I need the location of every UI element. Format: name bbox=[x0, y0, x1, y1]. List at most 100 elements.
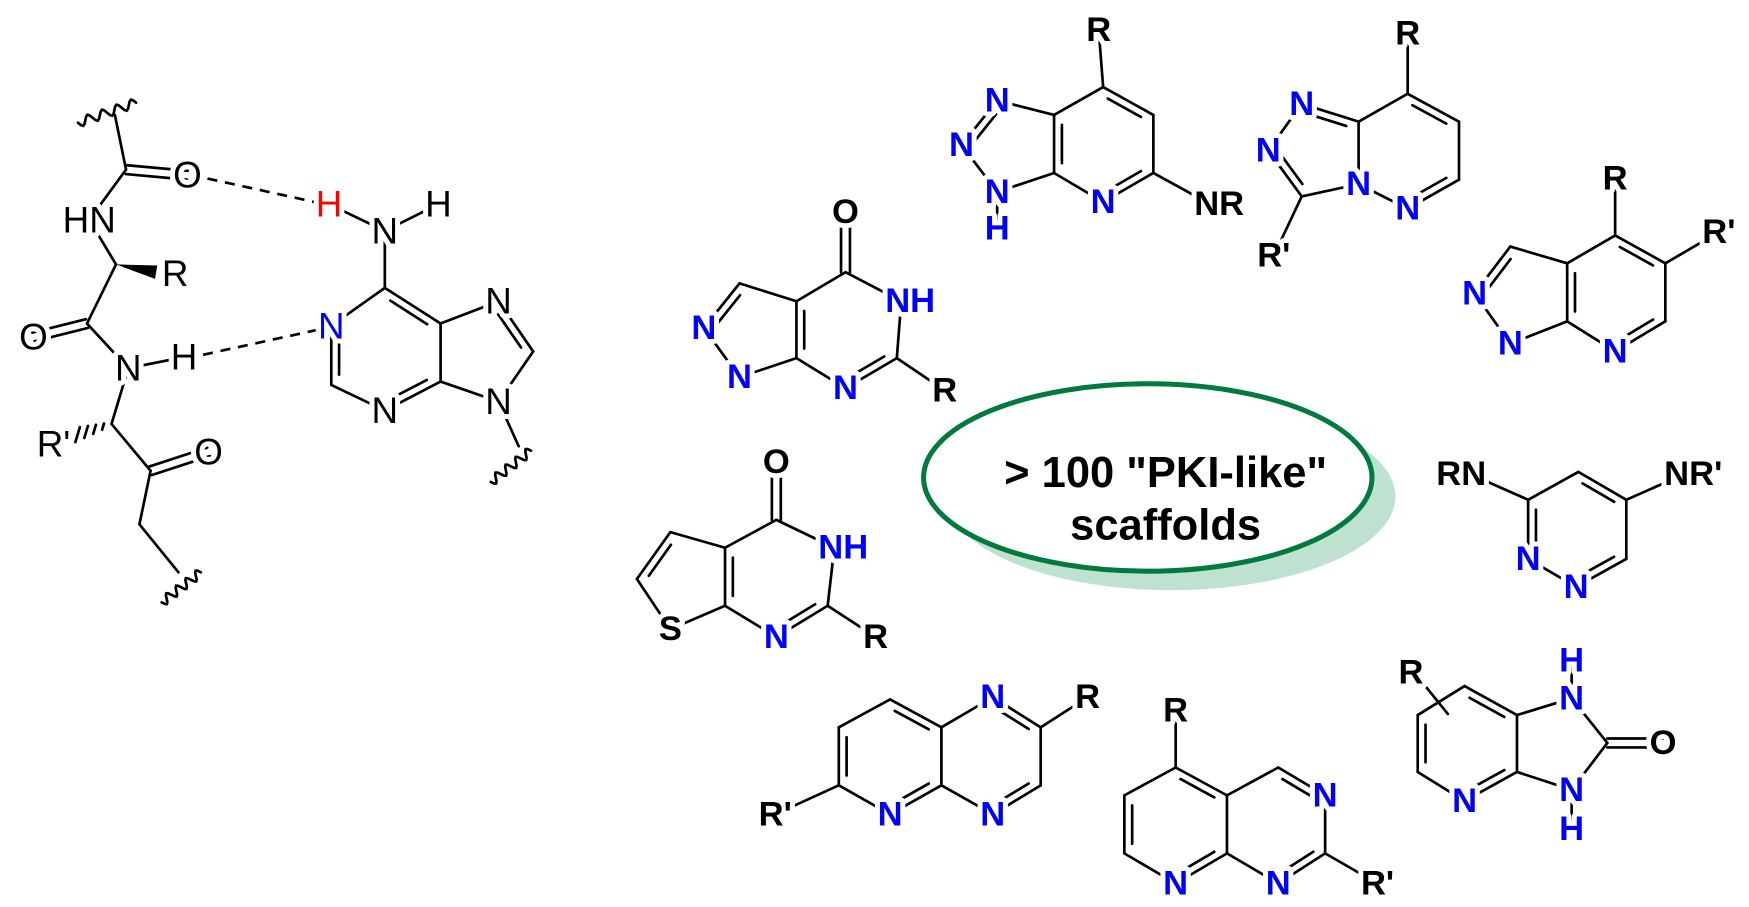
bond-line bbox=[1039, 695, 1089, 729]
atom-label: NH bbox=[818, 529, 868, 567]
bond-line bbox=[497, 350, 535, 403]
bond-line bbox=[110, 422, 152, 473]
bond-line bbox=[497, 400, 521, 448]
bond-line bbox=[138, 469, 152, 526]
atom-label: N bbox=[980, 678, 1005, 716]
bond-line bbox=[1052, 85, 1105, 117]
bond-line bbox=[1624, 472, 1686, 502]
bond-line bbox=[775, 518, 836, 550]
atom-label: NR bbox=[1194, 185, 1244, 223]
bond-line bbox=[1174, 766, 1229, 797]
atom-label: N bbox=[1091, 183, 1116, 221]
atom-label: N bbox=[485, 281, 512, 322]
bond-line bbox=[1515, 770, 1573, 792]
double-bond-inner-line bbox=[893, 782, 931, 805]
bond-line bbox=[1406, 92, 1461, 123]
double-bond-inner-line bbox=[995, 782, 1030, 804]
double-bond-inner-line bbox=[1411, 103, 1448, 125]
bond-line bbox=[723, 604, 778, 639]
bond-line bbox=[837, 698, 892, 729]
atom-label: N bbox=[485, 381, 512, 422]
callout-ellipse bbox=[921, 381, 1375, 574]
bond-line bbox=[1565, 319, 1617, 353]
bond-line bbox=[1526, 470, 1580, 502]
double-bond-line bbox=[33, 326, 90, 343]
atom-label: RN bbox=[1436, 455, 1486, 493]
atom-label: H bbox=[425, 184, 452, 225]
bond-line bbox=[85, 263, 118, 325]
bond-line bbox=[837, 784, 892, 816]
bond-line bbox=[138, 522, 180, 574]
atom-label: R bbox=[162, 253, 189, 294]
bond-line bbox=[1225, 766, 1280, 797]
bond-line bbox=[329, 286, 387, 328]
double-bond-inner-line bbox=[893, 709, 931, 731]
atom-label: N bbox=[1266, 864, 1291, 902]
bond-line bbox=[940, 784, 995, 816]
bond-line bbox=[110, 366, 130, 426]
atom-label: R' bbox=[37, 424, 71, 465]
bond-line bbox=[991, 784, 1043, 816]
bond-line bbox=[1123, 766, 1178, 797]
double-bond-inner-line bbox=[1618, 245, 1655, 267]
atom-label: H bbox=[171, 337, 198, 378]
double-bond-inner-line bbox=[1618, 318, 1655, 341]
atom-label: N bbox=[1256, 132, 1281, 170]
double-bond-inner-line bbox=[1179, 850, 1216, 874]
hashed-bond-tick bbox=[91, 423, 98, 436]
atom-label: NR' bbox=[1664, 455, 1722, 493]
bond-line bbox=[738, 282, 798, 303]
atom-label: R' bbox=[1702, 213, 1735, 251]
atom-label: R bbox=[1603, 160, 1628, 198]
atom-label: N bbox=[1516, 540, 1541, 578]
atom-label: R bbox=[1086, 11, 1111, 49]
atom-label: R bbox=[1395, 15, 1420, 53]
wavy-attachment-bond bbox=[76, 98, 138, 128]
atom-label: N bbox=[833, 369, 858, 407]
bond-line bbox=[702, 326, 741, 379]
atom-label: O bbox=[173, 155, 202, 196]
double-bond-inner-line bbox=[1468, 768, 1506, 791]
double-bond-inner-line bbox=[496, 313, 523, 349]
bond-line bbox=[1416, 770, 1466, 803]
bond-line bbox=[1613, 234, 1667, 265]
bond-line bbox=[635, 577, 672, 631]
bond-line bbox=[1357, 182, 1410, 211]
bond-line bbox=[995, 171, 1056, 194]
double-bond-inner-line bbox=[1579, 555, 1616, 577]
bond-line bbox=[497, 299, 535, 353]
double-bond-inner-line bbox=[1179, 777, 1216, 799]
hydrogen-bond-dashed bbox=[207, 177, 315, 204]
bond-line bbox=[1052, 171, 1105, 204]
atom-label: N bbox=[691, 309, 716, 347]
atom-label: H bbox=[985, 210, 1010, 248]
bond-line bbox=[1276, 766, 1327, 797]
atom-label: R bbox=[1163, 692, 1188, 730]
double-bond-inner-line bbox=[849, 355, 886, 378]
double-bond-inner-line bbox=[1278, 152, 1304, 186]
atom-label: O bbox=[194, 431, 223, 472]
atom-label: R bbox=[1399, 654, 1424, 692]
bond-line bbox=[1570, 696, 1609, 745]
atom-label: N bbox=[980, 795, 1005, 833]
bond-line bbox=[1225, 852, 1280, 885]
bond-line bbox=[383, 202, 440, 233]
bond-line bbox=[1416, 684, 1466, 717]
bond-line bbox=[1123, 852, 1178, 885]
atom-label: HN bbox=[63, 199, 116, 240]
atom-label: N bbox=[1289, 85, 1314, 123]
atom-label: N bbox=[1395, 190, 1420, 228]
atom-label: H bbox=[316, 184, 343, 225]
atom-label: N bbox=[1313, 776, 1338, 814]
bond-line bbox=[702, 282, 741, 330]
hashed-bond-tick bbox=[82, 424, 90, 440]
bond-line bbox=[126, 355, 186, 370]
bond-line bbox=[87, 168, 128, 222]
double-bond-inner-line bbox=[1307, 112, 1348, 128]
bond-line bbox=[1276, 852, 1327, 885]
bond-line bbox=[1664, 230, 1721, 265]
floating-substituent-bond bbox=[1423, 683, 1450, 716]
